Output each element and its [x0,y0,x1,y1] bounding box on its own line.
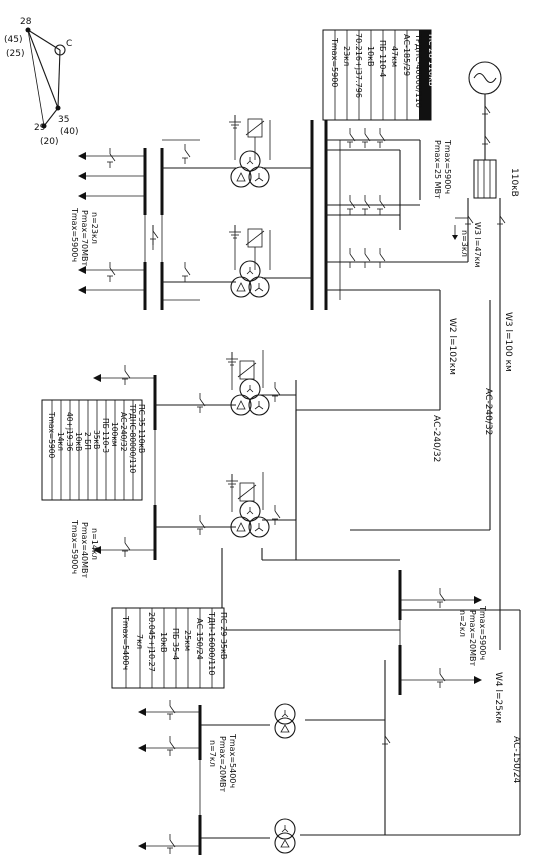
node-35-load: (40) [60,127,78,137]
ps35-row-9: 14кл [56,432,65,451]
ps35-title: ПС 35 110кВ [137,404,146,453]
ps35-row-4: ПБ 110-3 [101,418,110,453]
ps35-row-7: 10кВ [74,432,83,451]
ps28-row-8: Tmax=5900 [330,37,339,87]
sys-tmax: Tmax=5900ч [443,139,452,194]
ps28-row-4: ПБ 110-4 [378,40,387,77]
ps29-n: n=7кл [208,740,217,767]
ps35-n: n=14кл [90,528,99,560]
substation-35: n=14кл Pmax=40МВт Tmax=5900ч ПС 35 110кВ… [41,350,297,579]
sys-pmax: Pmax=25 МВт [433,140,442,199]
ps29-pmax: Pmax=20МВт [218,736,227,793]
ps28-title: ПС 28 110кВ [427,34,436,86]
sys-n: n=3кл [460,230,469,257]
node-c [54,44,66,56]
ps29-row-4: ПБ 35-4 [171,628,180,660]
ps29-title: ПС 29 35кВ [219,612,228,659]
node-28-alt: (25) [6,49,24,59]
ps29-row-3: 25км [183,630,192,651]
ps28-tmax: Tmax=5900ч [70,207,79,262]
node-28-load: (45) [4,35,22,45]
ps28-n: n=23кл [90,212,99,244]
w2-label: W2 l=102км [447,318,457,375]
ps35-row-5: 35кВ [92,430,101,449]
ps35-row-3: 100км [110,422,119,447]
ps35-row-8: 40+j19.36 [65,412,74,452]
ps35-row-10: Tmax=5900 [47,411,56,459]
ps35-pmax: Pmax=40МВт [80,522,89,579]
node-c-label: C [66,39,72,49]
transformer-28-1 [230,150,270,188]
ps28-feeders [78,139,200,301]
label-110kv: 110кВ [509,168,519,197]
ps35-row-1: ТРДНС-80000/110 [128,403,137,473]
ps28-row-5: 10кВ [366,46,375,67]
right-pmax: Pmax=20МВт [468,610,477,667]
line-w2: W2 l=102км АС-240/32 [295,300,491,531]
ps28-row-3: 47км [390,46,399,67]
ps28-row-6: 70.216+j37.796 [354,33,363,98]
node-28-label: 28 [20,17,32,27]
substation-29: n=7кл Pmax=20МВт Tmax=5400ч ПС 29 35кВ Т… [111,607,391,855]
w3-long-label: W3 l=100 км [503,312,513,372]
ps29-row-8: Tmax=5400ч [121,615,130,670]
ps35-tmax: Tmax=5900ч [70,519,79,574]
ps35-row-6: 2 БП [83,432,92,450]
transformer-29-2 [274,818,296,854]
right-n: n=2кл [458,610,467,637]
right-35kv: n=2кл Pmax=20МВт Tmax=5900ч W4 l=25км АС… [221,548,521,836]
ps29-row-1: ТДН-16000/110 [207,611,216,675]
node-35-label: 35 [58,115,69,125]
ps29-table: ПС 29 35кВ ТДН-16000/110 АС 150/24 25км … [111,607,228,689]
w4-label: W4 l=25км [493,672,503,723]
node-29 [41,123,47,129]
node-28 [25,27,31,33]
w3-short-label: W3 l=47км [473,222,482,268]
ps29-row-2: АС 150/24 [195,618,204,660]
node-35 [55,105,61,111]
ps28-pmax: Pmax=70МВт [80,210,89,267]
ps29-row-5: 10кВ [159,632,168,653]
ps29-row-6: 20.045+j10.27 [147,612,156,672]
ac240-label-left: АС-240/32 [431,415,441,462]
ps29-row-7: 7кл [135,634,144,649]
node-29-label: 29 [34,123,46,133]
ps29-tmax: Tmax=5400ч [228,733,237,788]
ps28-row-2: АС-185/29 [402,34,411,76]
ac240-label-right: АС-240/32 [483,388,493,435]
power-system: 110кВ Tmax=5900ч Pmax=25 МВт n=3кл W3 l=… [433,61,519,650]
ps35-table: ПС 35 110кВ ТРДНС-80000/110 АС-240/32 10… [41,399,146,501]
right-tmax: Tmax=5900ч [478,605,487,660]
transformer-29-1 [274,703,296,739]
substation-28: n=23кл Pmax=70МВт Tmax=5900ч ПС 28 110кВ… [70,29,468,410]
node-29-load: (20) [40,137,58,147]
location-sketch: 28 (45) (25) C 35 (40) 29 (20) [4,17,78,147]
ps28-row-7: 23кл [342,46,351,66]
transformer-28-2 [230,260,270,298]
ps35-row-2: АС-240/32 [119,412,128,452]
ps28-row-1: ТРДНС-40000/110 [414,33,423,108]
ac150-label: АС-150/24 [511,736,521,784]
ps28-table: ПС 28 110кВ ТРДНС-40000/110 АС-185/29 47… [322,29,436,121]
